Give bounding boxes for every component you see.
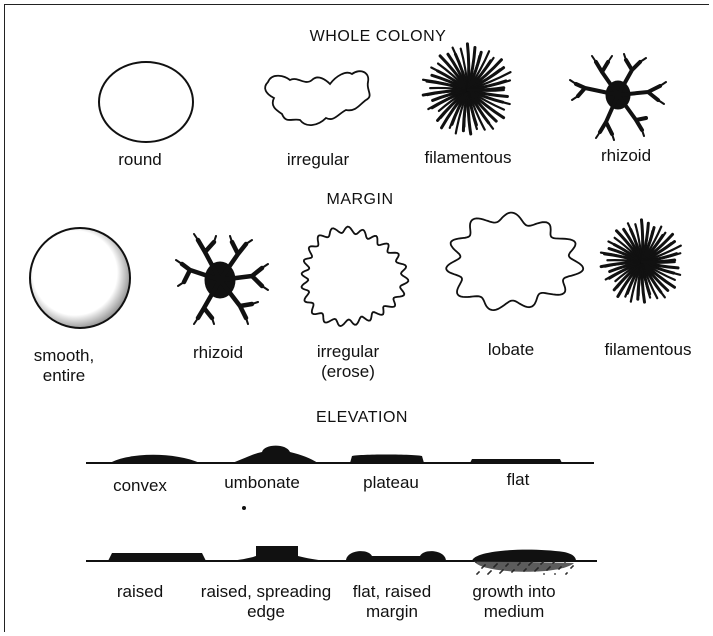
elevation-growth-into-medium-shape — [472, 550, 576, 561]
elevation-raised-spreading-shape — [228, 546, 328, 561]
elevation-flat-shape — [470, 459, 562, 463]
colony-irregular-shape — [265, 71, 370, 125]
elevation-raised-shape — [108, 553, 206, 561]
elevation-umbonate-shape — [232, 446, 318, 463]
elevation-flat-raised-margin-shape — [346, 551, 446, 561]
elevation-plateau-shape — [350, 455, 424, 464]
margin-filamentous-shape — [601, 220, 681, 302]
margin-lobate-shape — [446, 213, 583, 311]
margin-erose-shape — [302, 227, 409, 327]
margin-smooth-shape — [30, 228, 130, 328]
colony-filamentous-shape — [423, 44, 510, 134]
elevation-convex-shape — [110, 455, 200, 463]
margin-rhizoid-shape — [176, 234, 268, 324]
colony-rhizoid-shape — [570, 54, 666, 140]
colony-round-shape — [99, 62, 193, 142]
stray-dot — [242, 506, 246, 510]
